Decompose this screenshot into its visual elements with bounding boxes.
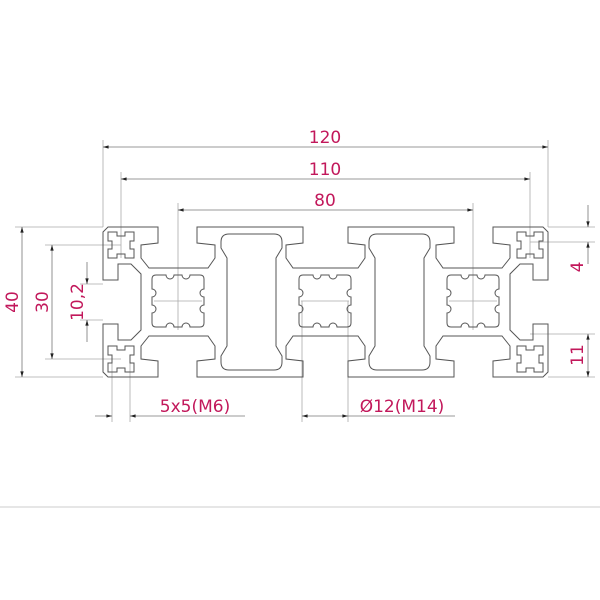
dim-40: 40 — [3, 291, 23, 313]
dim-4: 4 — [568, 262, 588, 273]
hollow-chamber — [368, 233, 431, 371]
profile-outline — [102, 226, 549, 378]
dim-110: 110 — [309, 160, 341, 180]
core-hole — [151, 274, 205, 328]
core-hole — [446, 274, 500, 328]
dim-corner-hole: 5x5(M6) — [160, 397, 230, 417]
dim-80: 80 — [314, 191, 336, 211]
dim-30: 30 — [33, 291, 53, 313]
hollow-chamber — [220, 233, 283, 371]
corner-hole — [516, 231, 544, 259]
aluminium-profile — [102, 226, 549, 378]
corner-hole — [516, 345, 544, 373]
dim-11: 11 — [568, 344, 588, 366]
extension-lines — [15, 140, 595, 422]
dim-10-2: 10,2 — [68, 283, 88, 321]
dimension-lines — [20, 145, 590, 418]
corner-hole — [107, 231, 135, 259]
dim-core-hole: Ø12(M14) — [360, 397, 445, 417]
corner-hole — [107, 345, 135, 373]
core-hole — [298, 274, 352, 328]
dim-120: 120 — [309, 128, 341, 148]
